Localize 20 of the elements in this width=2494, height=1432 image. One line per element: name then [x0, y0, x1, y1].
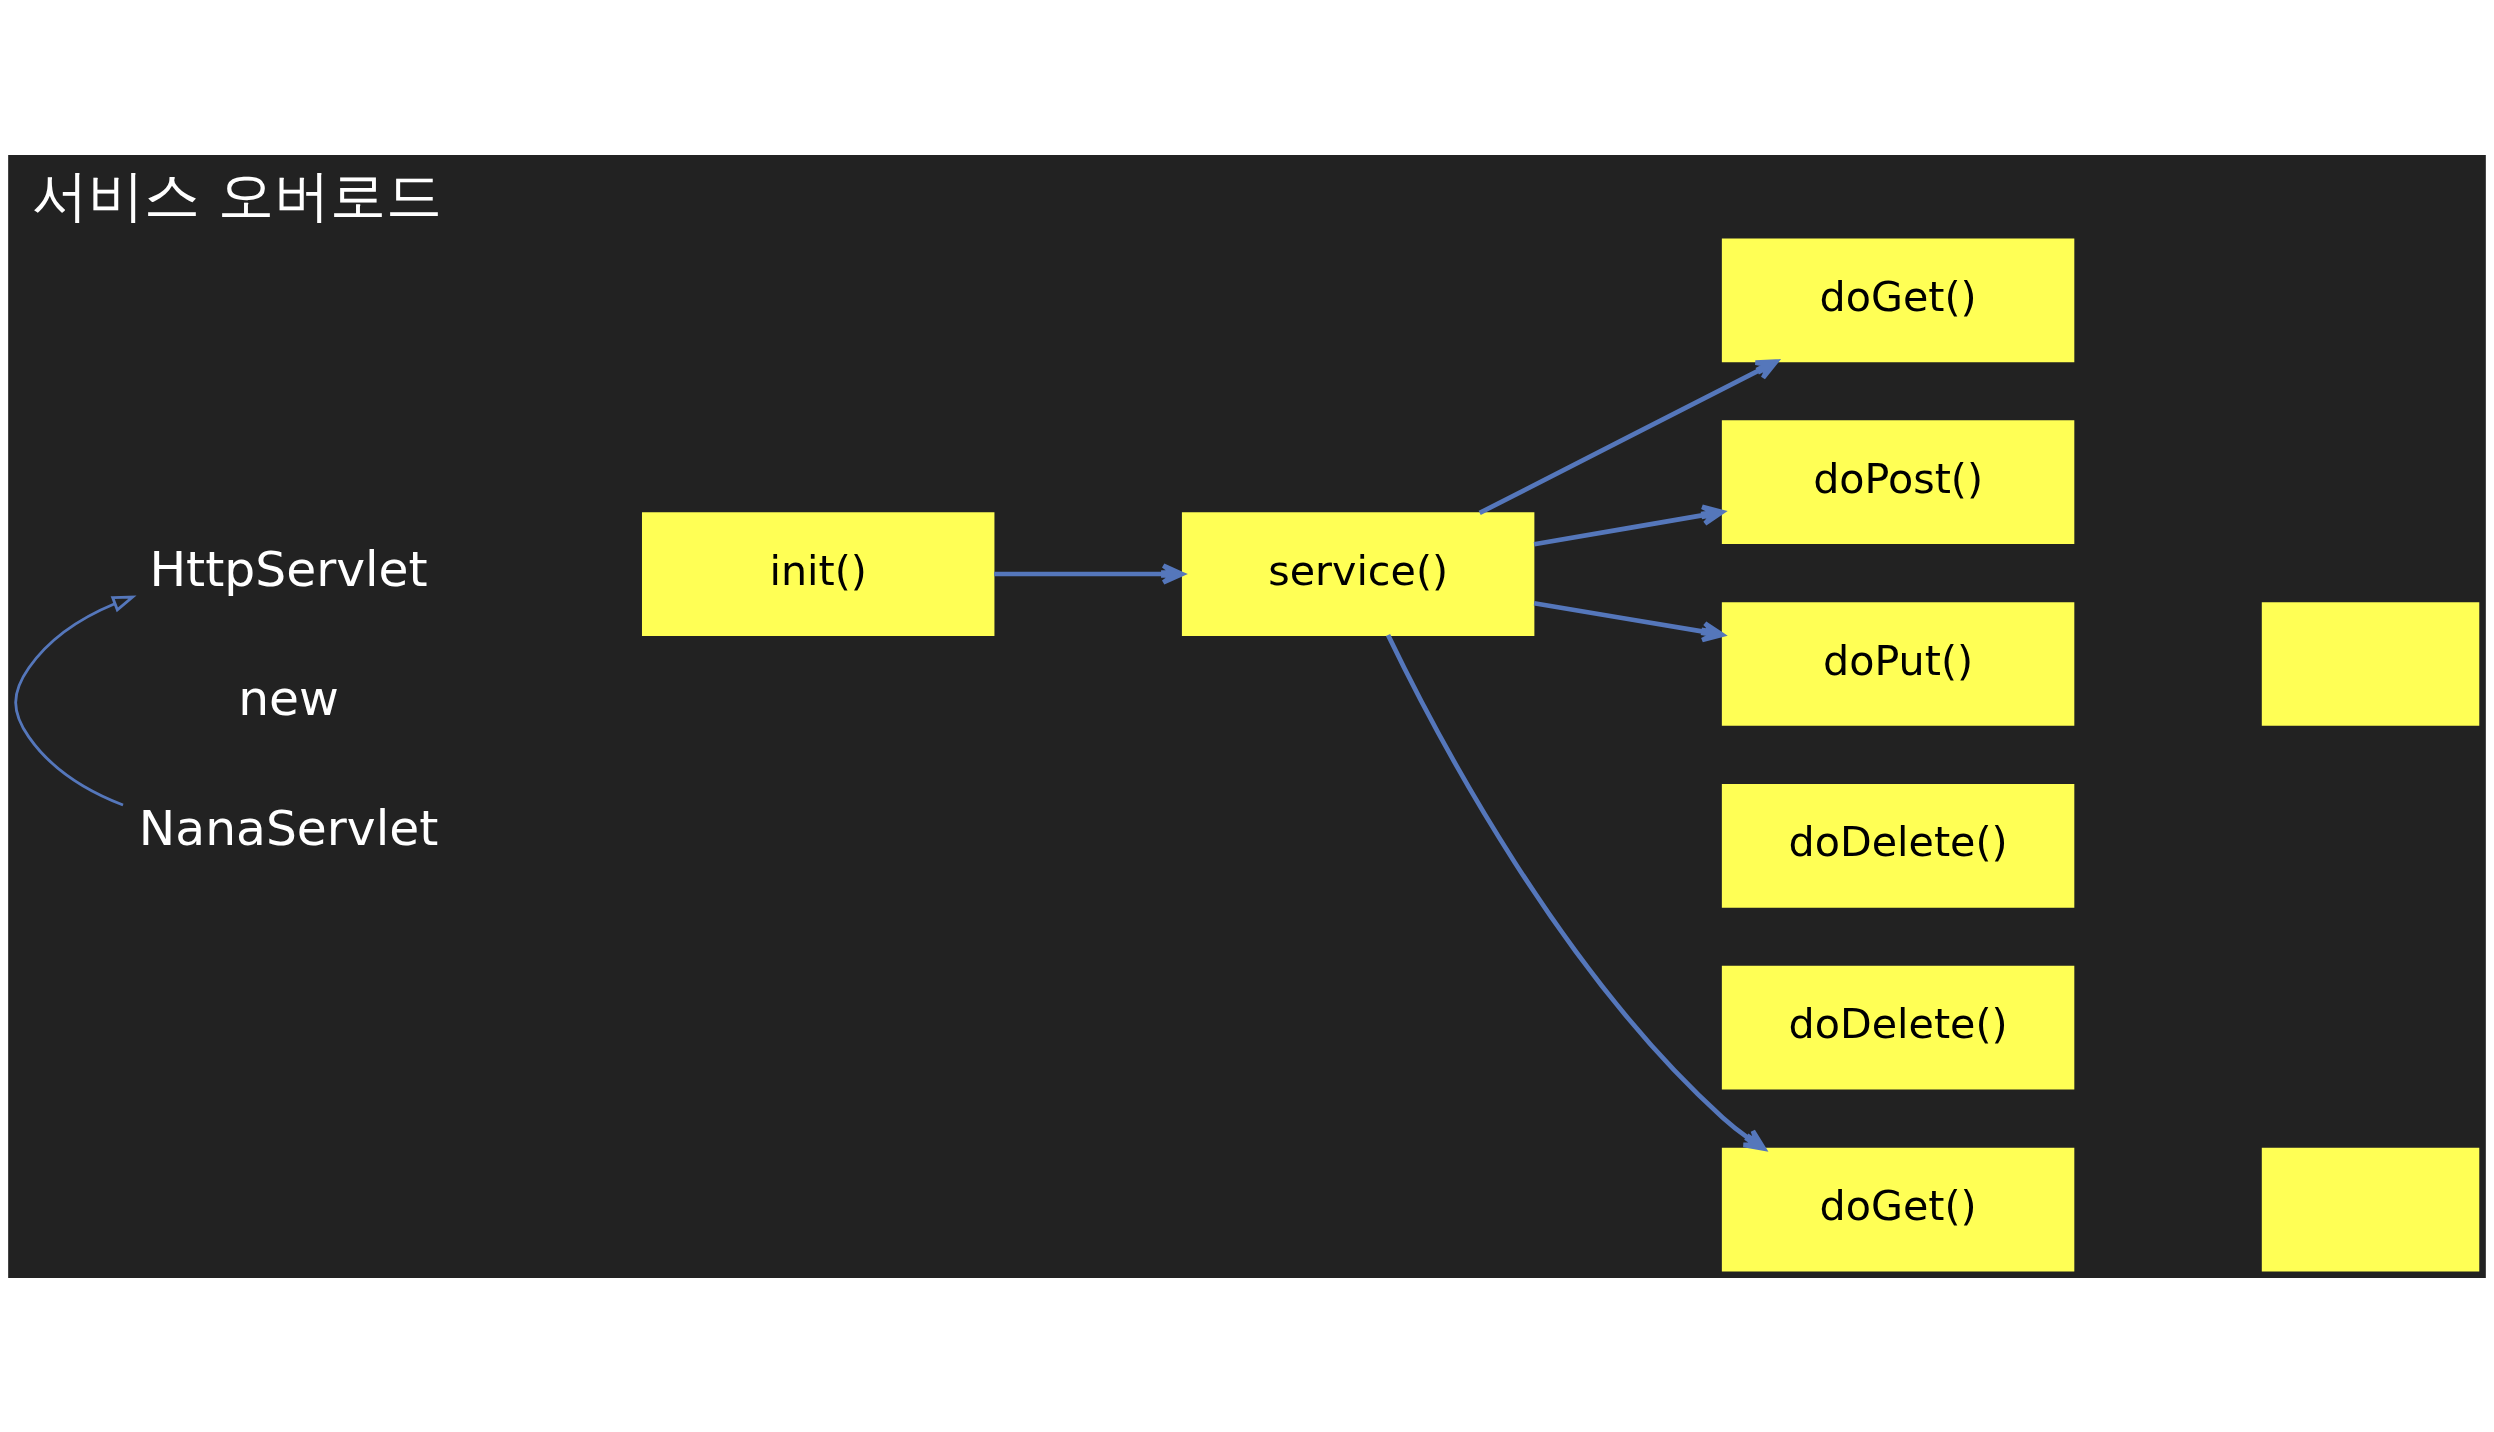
label: new: [238, 669, 339, 726]
arrow: [1533, 504, 1725, 546]
node-box: doGet(): [1721, 1147, 2075, 1271]
node-text: HttpServlet: [149, 540, 428, 597]
arrow: [1385, 633, 1767, 1151]
arrow: [994, 562, 1185, 585]
arrow: [1478, 358, 1779, 515]
node-text: NanaServlet: [138, 799, 439, 856]
node-box: doPut(): [1721, 601, 2075, 726]
diagram-title: 서비스 오버로드: [31, 162, 442, 228]
node-box: doGet(): [1721, 237, 2075, 362]
node-box: init(): [641, 511, 995, 636]
arrow: [14, 595, 137, 806]
node-box: doDelete(): [1721, 783, 2075, 908]
node-box: [2261, 601, 2480, 726]
node-box: service(): [1181, 511, 1535, 636]
node-box: doDelete(): [1721, 965, 2075, 1090]
arrow: [1533, 600, 1725, 642]
node-box: doPost(): [1721, 419, 2075, 544]
node-box: [2261, 1147, 2480, 1271]
